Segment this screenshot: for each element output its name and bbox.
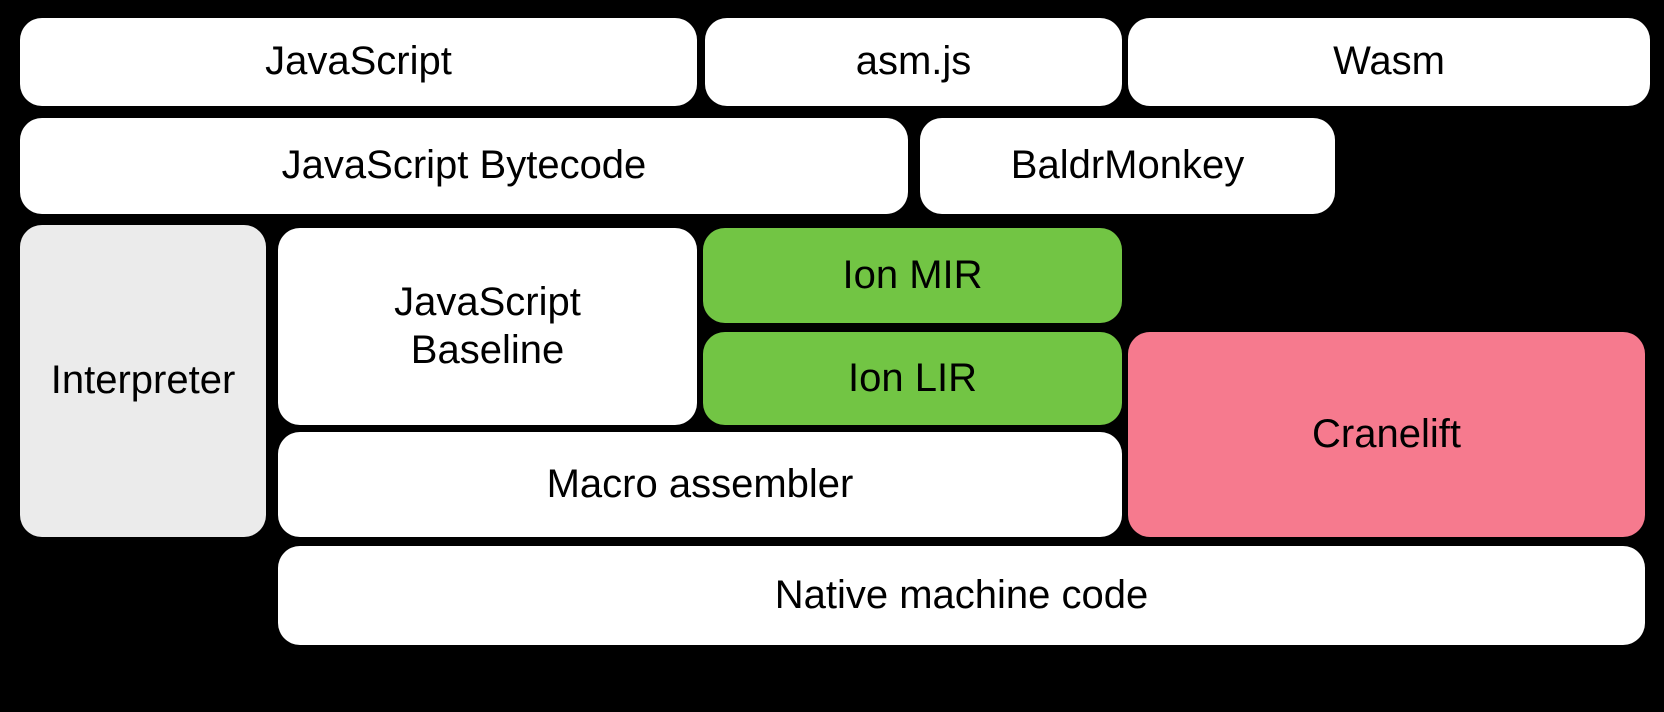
- node-javascript[interactable]: JavaScript: [20, 18, 697, 106]
- node-javascript-bytecode[interactable]: JavaScript Bytecode: [20, 118, 908, 214]
- node-baldrmonkey[interactable]: BaldrMonkey: [920, 118, 1335, 214]
- node-ion-mir[interactable]: Ion MIR: [703, 228, 1122, 323]
- node-wasm[interactable]: Wasm: [1128, 18, 1650, 106]
- node-cranelift[interactable]: Cranelift: [1128, 332, 1645, 537]
- node-macro-assembler[interactable]: Macro assembler: [278, 432, 1122, 537]
- node-javascript-baseline[interactable]: JavaScript Baseline: [278, 228, 697, 425]
- node-native-machine-code[interactable]: Native machine code: [278, 546, 1645, 645]
- node-asm-js[interactable]: asm.js: [705, 18, 1122, 106]
- node-interpreter[interactable]: Interpreter: [20, 225, 266, 537]
- node-ion-lir[interactable]: Ion LIR: [703, 332, 1122, 425]
